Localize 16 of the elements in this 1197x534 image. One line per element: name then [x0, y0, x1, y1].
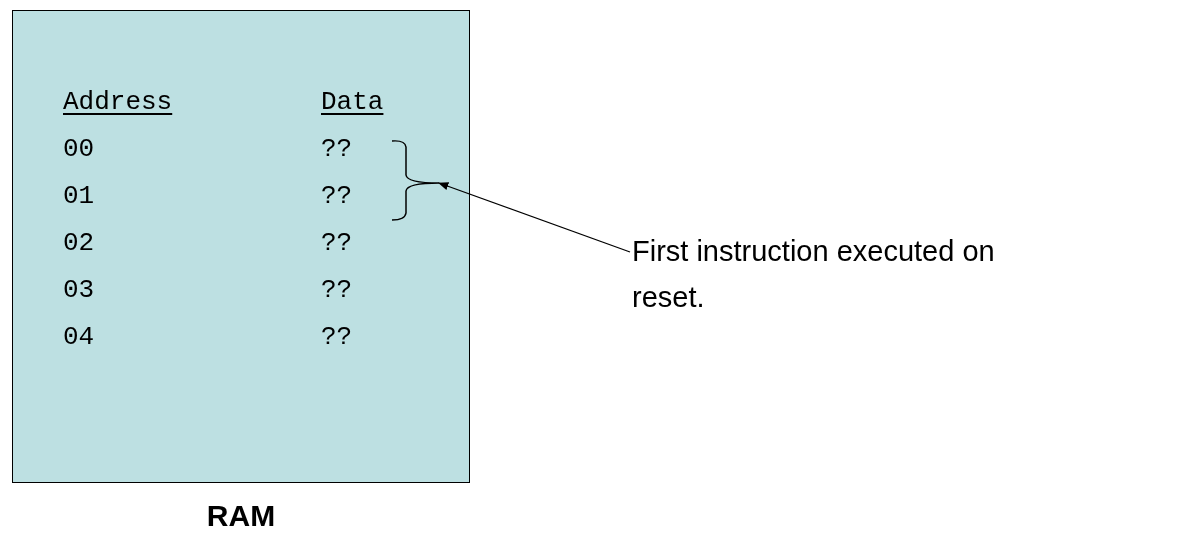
address-value: 01	[63, 180, 95, 213]
data-value: ??	[321, 321, 353, 354]
curly-bracket	[391, 139, 441, 221]
leader-line	[438, 182, 631, 253]
address-value: 02	[63, 227, 95, 260]
address-value: 00	[63, 133, 95, 166]
address-value: 04	[63, 321, 95, 354]
data-value: ??	[321, 180, 353, 213]
callout-text: First instruction executed on reset.	[632, 234, 996, 315]
column-header: Address	[63, 86, 173, 119]
data-value: ??	[321, 133, 353, 166]
column-header: Data	[321, 86, 384, 119]
data-value: ??	[321, 274, 353, 307]
address-value: 03	[63, 274, 95, 307]
memory-label: RAM	[206, 501, 276, 531]
data-value: ??	[321, 227, 353, 260]
